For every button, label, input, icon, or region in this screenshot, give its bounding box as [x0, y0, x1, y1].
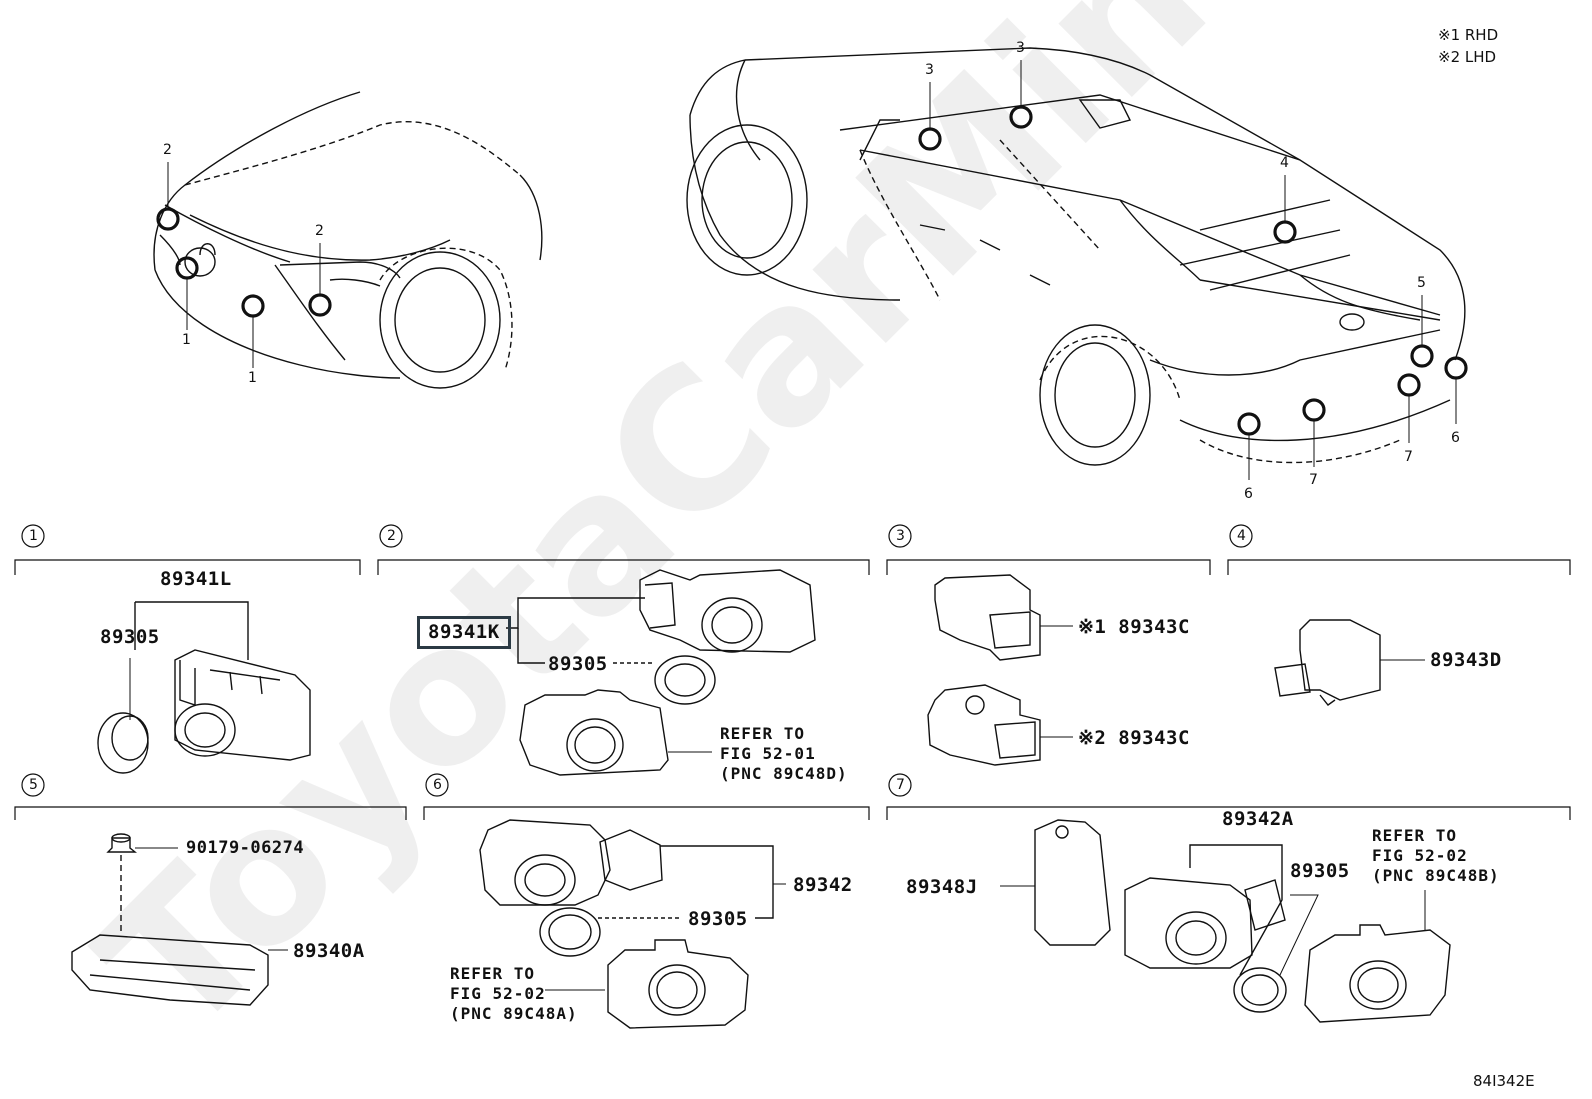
ecu-3-drawing: [927, 574, 1073, 766]
section-2-number: 2: [387, 528, 396, 544]
part-89342[interactable]: 89342: [793, 874, 853, 896]
part-89305-s1[interactable]: 89305: [100, 626, 160, 648]
callout-front-1b: 1: [248, 370, 257, 386]
section-6-number: 6: [433, 777, 442, 793]
part-89305-s6[interactable]: 89305: [688, 908, 748, 930]
section-4-number: 4: [1237, 528, 1246, 544]
refer-line: REFER TO: [720, 724, 806, 743]
callout-rear-7b: 7: [1404, 449, 1413, 465]
part-89348J[interactable]: 89348J: [906, 876, 978, 898]
callout-rear-5: 5: [1417, 275, 1426, 291]
part-89341K[interactable]: 89341K: [417, 616, 511, 649]
section-3-number: 3: [896, 528, 905, 544]
refer-line: (PNC 89C48D): [720, 764, 848, 783]
sensor-1-drawing: [97, 601, 311, 774]
section-1-number: 1: [29, 528, 38, 544]
part-89343D[interactable]: 89343D: [1430, 649, 1502, 671]
refer-line: (PNC 89C48B): [1372, 866, 1500, 885]
part-89342A[interactable]: 89342A: [1222, 808, 1294, 830]
callout-rear-7a: 7: [1309, 472, 1318, 488]
ecu-5-drawing: [71, 833, 288, 1006]
part-89305-s2[interactable]: 89305: [548, 653, 608, 675]
part-89341L[interactable]: 89341L: [160, 568, 232, 590]
part-89305-s7[interactable]: 89305: [1290, 860, 1350, 882]
part-90179-06274[interactable]: 90179-06274: [186, 838, 305, 858]
refer-line: (PNC 89C48A): [450, 1004, 578, 1023]
refer-line: FIG 52-02: [1372, 846, 1468, 865]
callout-rear-6b: 6: [1451, 430, 1460, 446]
section-7-number: 7: [896, 777, 905, 793]
callout-rear-3a: 3: [925, 62, 934, 78]
refer-line: FIG 52-01: [720, 744, 816, 763]
legend-note-lhd: ※2 LHD: [1438, 48, 1497, 66]
legend-note-rhd: ※1 RHD: [1438, 26, 1499, 44]
figure-code: 84I342E: [1473, 1072, 1535, 1090]
sensor-7-drawing: [1000, 819, 1451, 1023]
callout-rear-6a: 6: [1244, 486, 1253, 502]
part-89343C-rhd[interactable]: ※1 89343C: [1078, 616, 1190, 638]
sensor-2-drawing: [506, 569, 816, 776]
refer-line: REFER TO: [450, 964, 536, 983]
rear-car-drawing: [686, 47, 1466, 466]
callout-rear-3b: 3: [1016, 40, 1025, 56]
refer-note-s7[interactable]: REFER TO FIG 52-02 (PNC 89C48B): [1372, 826, 1500, 886]
ecu-4-drawing: [1274, 619, 1425, 706]
callout-front-1a: 1: [182, 332, 191, 348]
front-car-drawing: [153, 91, 543, 389]
section-brackets: [14, 559, 1571, 820]
callout-front-2b: 2: [315, 223, 324, 239]
refer-note-s2[interactable]: REFER TO FIG 52-01 (PNC 89C48D): [720, 724, 848, 784]
part-89343C-lhd[interactable]: ※2 89343C: [1078, 727, 1190, 749]
refer-note-s6[interactable]: REFER TO FIG 52-02 (PNC 89C48A): [450, 964, 578, 1024]
section-5-number: 5: [29, 777, 38, 793]
callout-rear-4: 4: [1280, 155, 1289, 171]
refer-line: FIG 52-02: [450, 984, 546, 1003]
sensor-6-drawing: [479, 819, 786, 1029]
callout-front-2a: 2: [163, 142, 172, 158]
part-89340A[interactable]: 89340A: [293, 940, 365, 962]
legend: ※1 RHD ※2 LHD: [1438, 24, 1498, 68]
refer-line: REFER TO: [1372, 826, 1458, 845]
